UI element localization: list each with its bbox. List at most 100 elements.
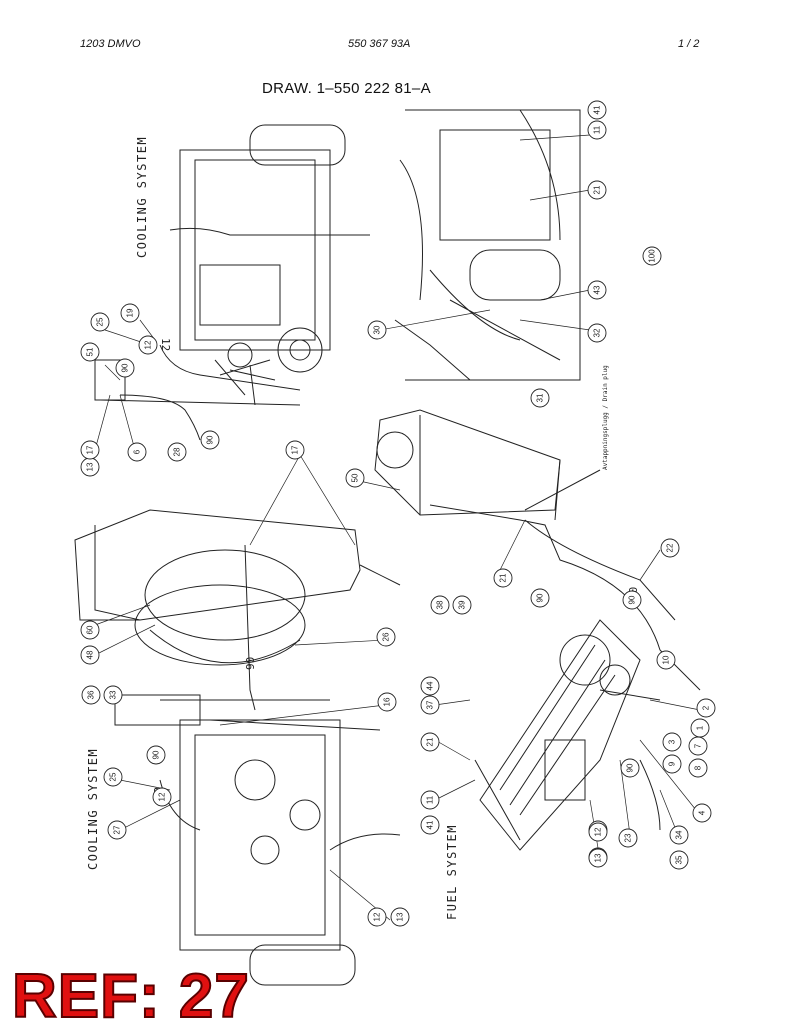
part-number: 550 367 93A xyxy=(348,38,411,50)
callout-number: 90 xyxy=(121,363,130,372)
section-label-fuel: FUEL SYSTEM xyxy=(445,824,459,920)
callout-number: 12 xyxy=(144,340,153,349)
callout-bubble: 50 xyxy=(345,468,365,488)
callout-number: 17 xyxy=(291,445,300,454)
callout-number: 19 xyxy=(126,308,135,317)
ref-label: REF: 27 xyxy=(11,962,250,1031)
callout-bubble: 6 xyxy=(127,442,147,462)
callout-bubble: 33 xyxy=(103,685,123,705)
section-label-cooling-top: COOLING SYSTEM xyxy=(135,136,149,258)
callout-bubble: 12 xyxy=(588,822,608,842)
callout-number: 43 xyxy=(593,285,602,294)
callout-bubble: 100 xyxy=(642,246,662,266)
callout-bubble: 39 xyxy=(452,595,472,615)
callout-bubble: 12 xyxy=(367,907,387,927)
callout-number: 10 xyxy=(662,655,671,664)
callout-bubble: 17 xyxy=(285,440,305,460)
callout-bubble: 22 xyxy=(660,538,680,558)
callout-bubble: 60 xyxy=(80,620,100,640)
callout-bubble: 26 xyxy=(376,627,396,647)
callout-bubble: 3 xyxy=(662,732,682,752)
callout-number: 8 xyxy=(694,765,703,770)
callout-bubble: 44 xyxy=(420,676,440,696)
callout-number: 7 xyxy=(694,743,703,748)
callout-bubble: 13 xyxy=(588,848,608,868)
callout-number: 26 xyxy=(382,632,391,641)
callout-number: 3 xyxy=(668,739,677,744)
callout-bubble: 90 xyxy=(622,590,642,610)
callout-bubble: 4 xyxy=(692,803,712,823)
callout-number: 51 xyxy=(86,347,95,356)
callout-bubble: 21 xyxy=(493,568,513,588)
callout-bubble: 36 xyxy=(81,685,101,705)
callout-bubble: 90 xyxy=(146,745,166,765)
callout-bubble: 32 xyxy=(587,323,607,343)
callout-number: 12 xyxy=(373,912,382,921)
callout-bubble: 11 xyxy=(587,120,607,140)
callout-number: 35 xyxy=(675,855,684,864)
fuel-tank xyxy=(374,409,701,691)
callout-number: 44 xyxy=(426,681,435,690)
callout-number: 11 xyxy=(593,125,602,134)
callout-bubble: 48 xyxy=(80,645,100,665)
callout-bubble: 21 xyxy=(587,180,607,200)
callout-number: 9 xyxy=(668,761,677,766)
callout-bubble: 90 xyxy=(620,758,640,778)
callout-number: 22 xyxy=(666,543,675,552)
callout-bubble: 13 xyxy=(390,907,410,927)
callout-number: 34 xyxy=(675,830,684,839)
callout-bubble: 27 xyxy=(107,820,127,840)
engine-top-right xyxy=(394,109,581,381)
callout-number: 39 xyxy=(458,600,467,609)
callout-number: 12 xyxy=(158,792,167,801)
callout-number: 25 xyxy=(109,772,118,781)
callout-number: 33 xyxy=(109,690,118,699)
engine-fuel-system xyxy=(474,619,661,851)
engine-top-left xyxy=(94,124,370,441)
callout-bubble: 90 xyxy=(115,358,135,378)
page-number: 1 / 2 xyxy=(678,38,700,50)
callout-number: 6 xyxy=(133,449,142,454)
callout-bubble: 2 xyxy=(696,698,716,718)
callout-bubble: 38 xyxy=(430,595,450,615)
callout-number: 48 xyxy=(86,650,95,659)
callout-number: 17 xyxy=(86,445,95,454)
callout-bubble: 13 xyxy=(80,457,100,477)
callout-number: 30 xyxy=(373,325,382,334)
callout-number: 4 xyxy=(698,810,707,815)
callout-number: 13 xyxy=(594,853,603,862)
callout-bubble: 25 xyxy=(90,312,110,332)
callout-number: 25 xyxy=(96,317,105,326)
callout-bubble: 11 xyxy=(420,790,440,810)
callout-number: 90 xyxy=(206,435,215,444)
callout-bubble: 90 xyxy=(200,430,220,450)
callout-number: 21 xyxy=(499,573,508,582)
callout-number: 16 xyxy=(383,697,392,706)
callout-bubble: 35 xyxy=(669,850,689,870)
callout-bubble: 34 xyxy=(669,825,689,845)
hose-size-label: 12 xyxy=(159,338,172,351)
callout-number: 38 xyxy=(436,600,445,609)
callout-bubble: 90 xyxy=(530,588,550,608)
callout-number: 21 xyxy=(426,737,435,746)
callout-bubble: 51 xyxy=(80,342,100,362)
section-label-cooling-bottom: COOLING SYSTEM xyxy=(86,748,100,870)
callout-number: 90 xyxy=(152,750,161,759)
angle-label: 90 xyxy=(244,657,257,670)
callout-bubble: 19 xyxy=(120,303,140,323)
radiator xyxy=(74,509,401,711)
callout-bubble: 1 xyxy=(690,718,710,738)
callout-number: 32 xyxy=(593,328,602,337)
callout-bubble: 9 xyxy=(662,754,682,774)
callout-bubble: 37 xyxy=(420,695,440,715)
callout-bubble: 31 xyxy=(530,388,550,408)
callout-bubble: 30 xyxy=(367,320,387,340)
callout-bubble: 8 xyxy=(688,758,708,778)
callout-bubble: 41 xyxy=(587,100,607,120)
callout-number: 90 xyxy=(536,593,545,602)
drawing-title: DRAW. 1–550 222 81–A xyxy=(262,80,431,97)
callout-number: 27 xyxy=(113,825,122,834)
callout-number: 13 xyxy=(396,912,405,921)
callout-number: 90 xyxy=(626,763,635,772)
